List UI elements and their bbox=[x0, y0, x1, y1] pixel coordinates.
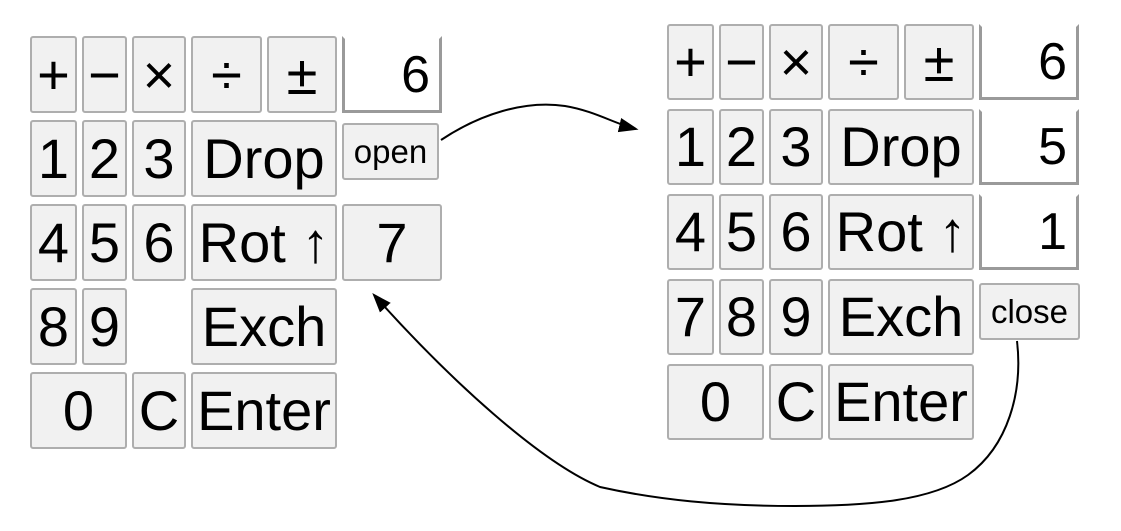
stack-display-2[interactable]: 5 bbox=[979, 109, 1079, 185]
open-button[interactable]: open bbox=[342, 123, 439, 180]
key-2[interactable]: 2 bbox=[719, 109, 764, 185]
key-rot-up[interactable]: Rot ↑ bbox=[828, 194, 974, 270]
key-5[interactable]: 5 bbox=[82, 204, 127, 281]
key-0[interactable]: 0 bbox=[30, 372, 127, 449]
key-multiply[interactable]: × bbox=[132, 36, 186, 113]
key-8[interactable]: 8 bbox=[30, 288, 77, 365]
stack-display-3[interactable]: 1 bbox=[979, 194, 1079, 270]
key-7[interactable]: 7 bbox=[342, 204, 442, 281]
key-multiply[interactable]: × bbox=[769, 24, 823, 100]
key-plus[interactable]: + bbox=[30, 36, 77, 113]
key-1[interactable]: 1 bbox=[667, 109, 714, 185]
key-9[interactable]: 9 bbox=[82, 288, 127, 365]
key-3[interactable]: 3 bbox=[132, 120, 186, 197]
key-plus-minus[interactable]: ± bbox=[904, 24, 974, 100]
key-6[interactable]: 6 bbox=[769, 194, 823, 270]
open-arrow-icon bbox=[440, 103, 639, 141]
key-6[interactable]: 6 bbox=[132, 204, 186, 281]
key-drop[interactable]: Drop bbox=[191, 120, 337, 197]
calculator-collapsed: + − × ÷ ± 6 1 2 3 Drop open 4 5 6 Rot ↑ … bbox=[30, 36, 442, 449]
key-exch[interactable]: Exch bbox=[828, 279, 974, 355]
stack-display-1[interactable]: 6 bbox=[979, 24, 1079, 100]
key-minus[interactable]: − bbox=[82, 36, 127, 113]
key-divide[interactable]: ÷ bbox=[828, 24, 899, 100]
close-button[interactable]: close bbox=[979, 283, 1080, 340]
key-rot-up[interactable]: Rot ↑ bbox=[191, 204, 337, 281]
key-4[interactable]: 4 bbox=[667, 194, 714, 270]
key-5[interactable]: 5 bbox=[719, 194, 764, 270]
stack-display-top[interactable]: 6 bbox=[342, 36, 442, 113]
key-exch[interactable]: Exch bbox=[191, 288, 337, 365]
key-2[interactable]: 2 bbox=[82, 120, 127, 197]
key-drop[interactable]: Drop bbox=[828, 109, 974, 185]
key-clear[interactable]: C bbox=[769, 364, 823, 440]
key-plus[interactable]: + bbox=[667, 24, 714, 100]
key-3[interactable]: 3 bbox=[769, 109, 823, 185]
key-7[interactable]: 7 bbox=[667, 279, 714, 355]
calculator-expanded: + − × ÷ ± 6 1 2 3 Drop 5 4 5 6 Rot ↑ 1 7… bbox=[667, 24, 1080, 440]
key-1[interactable]: 1 bbox=[30, 120, 77, 197]
key-divide[interactable]: ÷ bbox=[191, 36, 262, 113]
key-9[interactable]: 9 bbox=[769, 279, 823, 355]
key-enter[interactable]: Enter bbox=[828, 364, 974, 440]
key-0[interactable]: 0 bbox=[667, 364, 764, 440]
key-4[interactable]: 4 bbox=[30, 204, 77, 281]
key-plus-minus[interactable]: ± bbox=[267, 36, 337, 113]
key-minus[interactable]: − bbox=[719, 24, 764, 100]
key-clear[interactable]: C bbox=[132, 372, 186, 449]
key-enter[interactable]: Enter bbox=[191, 372, 337, 449]
key-8[interactable]: 8 bbox=[719, 279, 764, 355]
